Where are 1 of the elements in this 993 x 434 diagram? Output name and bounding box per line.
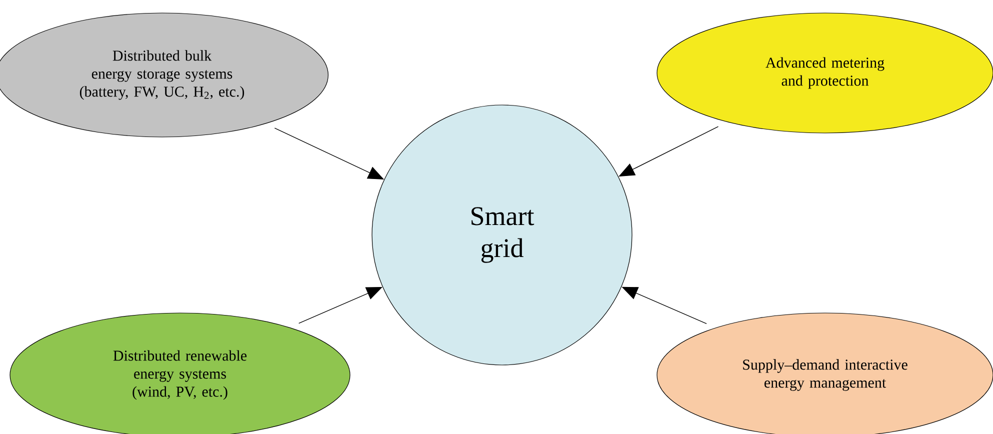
- arrow: [298, 286, 382, 324]
